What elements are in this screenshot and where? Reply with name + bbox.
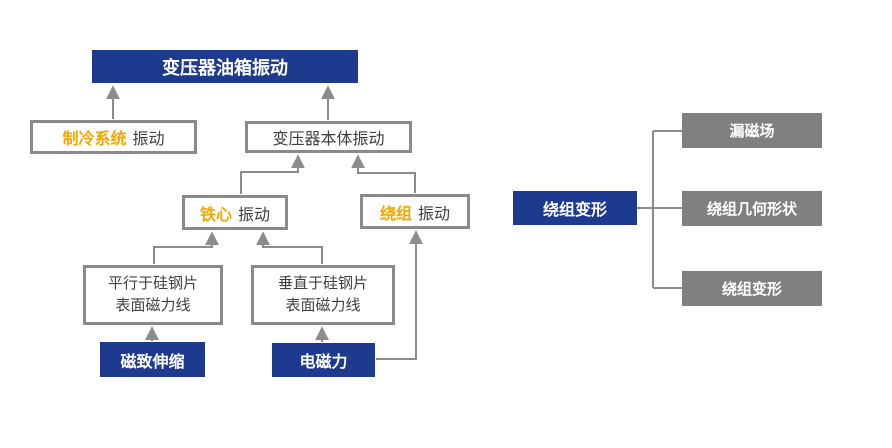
winding-highlight-label: 绕组: [379, 205, 412, 223]
node-winding-geometry: 绕组几何形状: [682, 191, 822, 226]
node-perpendicular-flux-lines: 垂直于硅钢片 表面磁力线: [251, 265, 395, 325]
node-leakage-magnetic-field: 漏磁场: [682, 113, 822, 148]
node-core-vibration: 铁心 振动: [182, 195, 288, 230]
parallel-line1: 平行于硅钢片: [107, 275, 198, 293]
edge-emf-to-winding: [376, 230, 423, 360]
node-winding-deformation-root: 绕组变形: [513, 191, 637, 225]
node-magnetostriction: 磁致伸缩: [100, 342, 205, 377]
edge-winding-to-body: [351, 154, 416, 193]
node-winding-deformation-child: 绕组变形: [682, 271, 822, 306]
cooling-rest-label: 振动: [132, 131, 165, 148]
node-cooling-system-vibration: 制冷系统 振动: [30, 120, 197, 154]
node-electromagnetic-force: 电磁力: [272, 343, 375, 377]
edge-perpendicular-to-core: [256, 231, 323, 264]
core-highlight-label: 铁心: [199, 206, 232, 224]
edge-core-to-body: [240, 154, 305, 194]
node-transformer-tank-vibration: 变压器油箱振动: [92, 50, 358, 83]
node-transformer-body-vibration: 变压器本体振动: [245, 121, 412, 153]
node-parallel-flux-lines: 平行于硅钢片 表面磁力线: [83, 265, 223, 325]
core-rest-label: 振动: [238, 206, 271, 224]
winding-rest-label: 振动: [418, 205, 451, 223]
node-winding-vibration: 绕组 振动: [360, 194, 470, 229]
perpendicular-line2: 表面磁力线: [285, 297, 361, 314]
edge-parallel-to-core: [153, 231, 219, 264]
perpendicular-line1: 垂直于硅钢片: [277, 275, 368, 293]
cooling-highlight-label: 制冷系统: [62, 131, 127, 148]
parallel-line2: 表面磁力线: [115, 297, 191, 314]
